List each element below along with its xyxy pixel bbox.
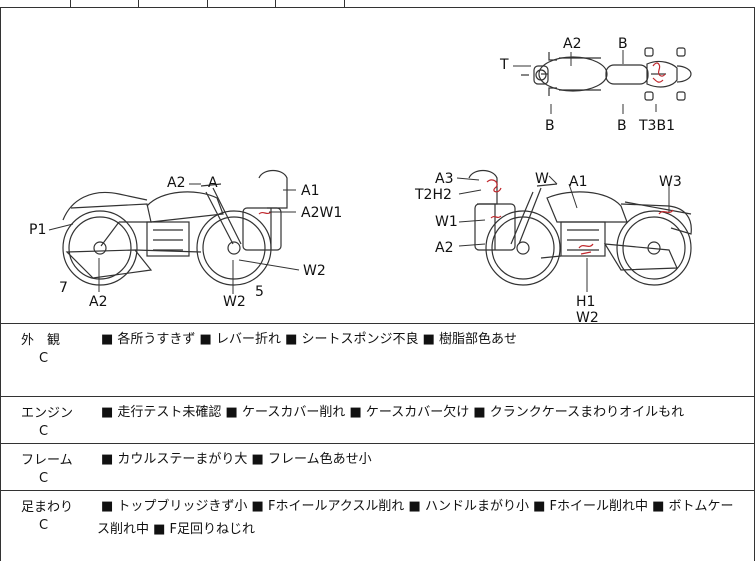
table-divider bbox=[275, 0, 276, 8]
detail-text: ■ カウルステーまがり大 ■ フレーム色あせ小 bbox=[101, 452, 372, 467]
label-left-5: 5 bbox=[255, 284, 264, 300]
label-left-p1: P1 bbox=[29, 222, 46, 238]
top-table-edge bbox=[0, 0, 755, 8]
label-right-t2h2: T2H2 bbox=[414, 187, 452, 203]
label-top-t: T bbox=[499, 57, 509, 73]
label-right-w2: W2 bbox=[576, 310, 599, 323]
grade-label: C bbox=[39, 471, 49, 486]
detail-text: ■ 各所うすきず ■ レバー折れ ■ シートスポンジ不良 ■ 樹脂部色あせ bbox=[101, 332, 518, 347]
label-left-w2-bottom: W2 bbox=[223, 294, 246, 310]
label-left-a2w1: A2W1 bbox=[301, 205, 342, 221]
section-suspension: 足まわり C ■ トップブリッジきず小 ■ Fホイールアクスル削れ ■ ハンドル… bbox=[0, 491, 755, 561]
grade-label: C bbox=[39, 518, 49, 533]
label-left-a2: A2 bbox=[167, 175, 185, 191]
damage-marks bbox=[258, 62, 674, 255]
label-top-b: B bbox=[618, 36, 628, 52]
detail-line-2: ス削れ中 ■ F足回りねじれ bbox=[97, 522, 256, 537]
label-right-a3: A3 bbox=[435, 171, 453, 187]
label-right-a2: A2 bbox=[435, 240, 453, 256]
detail-line-1: ■ トップブリッジきず小 ■ Fホイールアクスル削れ ■ ハンドルまがり小 ■ … bbox=[101, 499, 734, 514]
section-exterior: 外 観 C ■ 各所うすきず ■ レバー折れ ■ シートスポンジ不良 ■ 樹脂部… bbox=[0, 324, 755, 397]
table-divider bbox=[344, 0, 345, 8]
label-left-a: A bbox=[208, 175, 218, 191]
label-top-t3b1: T3B1 bbox=[638, 118, 675, 134]
label-right-a1: A1 bbox=[569, 174, 587, 190]
grade-label: C bbox=[39, 424, 49, 439]
label-top-b-right: B bbox=[617, 118, 627, 134]
motorcycle-right-view bbox=[468, 169, 692, 286]
section-frame: フレーム C ■ カウルステーまがり大 ■ フレーム色あせ小 bbox=[0, 444, 755, 491]
label-right-w: W bbox=[535, 171, 549, 187]
label-left-a1: A1 bbox=[301, 183, 319, 199]
label-left-7: 7 bbox=[59, 280, 68, 296]
detail-text: ■ トップブリッジきず小 ■ Fホイールアクスル削れ ■ ハンドルまがり小 ■ … bbox=[101, 496, 746, 518]
damage-diagram: T A2 B B B T3B1 A2 A A1 A2W1 P1 W2 7 A2 … bbox=[0, 8, 755, 324]
table-divider bbox=[207, 0, 208, 8]
motorcycle-top-view bbox=[521, 47, 692, 101]
label-right-h1: H1 bbox=[576, 294, 595, 310]
label-right-w1: W1 bbox=[435, 214, 458, 230]
detail-text: ■ 走行テスト未確認 ■ ケースカバー削れ ■ ケースカバー欠け ■ クランクケ… bbox=[101, 405, 685, 420]
label-right-w3: W3 bbox=[659, 174, 682, 190]
category-label: フレーム bbox=[21, 453, 73, 468]
category-label: 外 観 bbox=[21, 333, 61, 348]
label-top-a2: A2 bbox=[563, 36, 581, 52]
table-divider bbox=[138, 0, 139, 8]
category-label: 足まわり bbox=[21, 500, 74, 515]
label-top-b-left: B bbox=[545, 118, 555, 134]
table-divider bbox=[70, 0, 71, 8]
grade-label: C bbox=[39, 351, 49, 366]
category-label: エンジン bbox=[21, 406, 74, 421]
section-engine: エンジン C ■ 走行テスト未確認 ■ ケースカバー削れ ■ ケースカバー欠け … bbox=[0, 397, 755, 444]
label-left-a2-bottom: A2 bbox=[89, 294, 107, 310]
motorcycle-diagram-svg: T A2 B B B T3B1 A2 A A1 A2W1 P1 W2 7 A2 … bbox=[29, 36, 692, 323]
label-left-w2: W2 bbox=[303, 263, 326, 279]
motorcycle-left-view bbox=[62, 169, 288, 286]
